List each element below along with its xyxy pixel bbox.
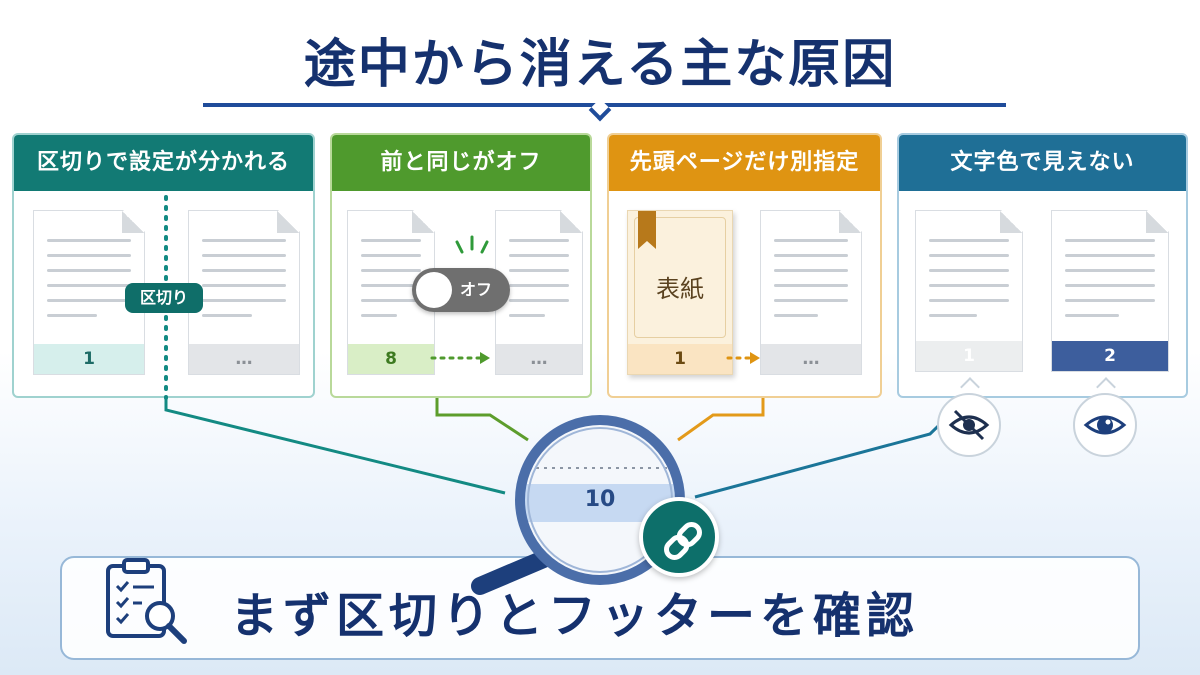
eye-visible-icon [1073,393,1137,457]
document-page: 1 [915,210,1023,372]
link-to-previous-toggle: オフ [412,268,510,312]
cover-title: 表紙 [656,275,704,303]
document-page: … [188,210,300,375]
document-page: 2 [1051,210,1169,372]
footer-ellipsis: … [761,344,861,374]
footer-page-number: 8 [348,344,434,374]
connector-panel-1 [164,396,506,495]
toggle-alert-icon [455,235,489,254]
panel-font-color-hidden: 文字色で見えない 1 2 [897,133,1188,398]
toggle-label: オフ [460,280,493,299]
footer-page-number: 1 [628,344,732,374]
cover-frame [634,217,726,338]
clipboard-search-icon [106,558,187,644]
panel-first-page-different: 先頭ページだけ別指定 表紙 1 … [607,133,882,398]
panel-link-to-previous-off: 前と同じがオフ 8 … [330,133,592,398]
footer-ellipsis: … [496,344,582,374]
document-page: … [760,210,862,375]
footer-page-number: 1 [34,344,144,374]
dotted-arrow-icon [726,352,760,364]
conclusion-text: まず区切りとフッターを確認 [230,588,920,644]
panel-heading: 文字色で見えない [899,135,1186,191]
bookmark-ribbon-icon [638,211,656,249]
section-break-badge: 区切り [125,283,203,313]
panel-heading: 区切りで設定が分かれる [14,135,313,191]
toggle-knob [416,272,452,308]
eye-hidden-icon [937,393,1001,457]
panel-heading: 先頭ページだけ別指定 [609,135,880,191]
page-title: 途中から消える主な原因 [303,35,897,95]
magnified-page-number: 10 [584,487,616,512]
panel-heading: 前と同じがオフ [332,135,590,191]
dotted-arrow-icon [430,352,490,364]
link-icon [639,497,719,577]
footer-page-number: 2 [1052,341,1168,371]
cover-page: 表紙 1 [627,210,733,375]
footer-page-number: 1 [916,341,1022,371]
footer-ellipsis: … [189,344,299,374]
panel-section-break: 区切りで設定が分かれる 1 … [12,133,315,398]
connector-panel-3 [677,398,765,442]
connector-panel-2 [435,398,529,442]
